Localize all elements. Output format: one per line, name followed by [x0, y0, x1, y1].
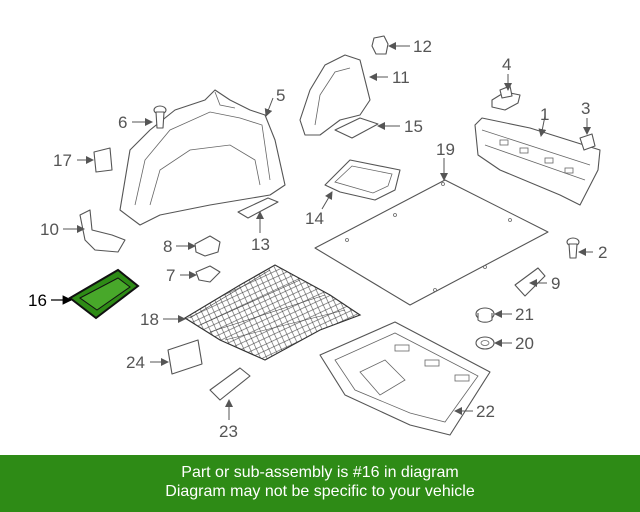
callout-13: 13 [251, 235, 270, 254]
callout-21: 21 [515, 305, 534, 324]
callout-16: 16 [28, 291, 47, 310]
callout-18: 18 [140, 310, 159, 329]
part-8-cap [194, 235, 221, 257]
part-7-cap [195, 265, 221, 283]
callout-8: 8 [163, 237, 172, 256]
part-14-storage-tray [324, 159, 401, 201]
part-9-hook [514, 267, 546, 297]
part-13-strip [237, 197, 279, 219]
callout-6: 6 [118, 113, 127, 132]
callout-20: 20 [515, 334, 534, 353]
callout-23: 23 [219, 422, 238, 441]
callout-1: 1 [540, 105, 549, 124]
callout-2: 2 [598, 243, 607, 262]
callout-labels: 5 11 12 15 4 1 3 6 17 19 14 13 10 2 8 7 … [28, 37, 607, 441]
part-4-bracket [491, 85, 521, 111]
part-23-cover [209, 367, 251, 401]
part-15-pad [334, 117, 379, 139]
parts-diagram: 5 11 12 15 4 1 3 6 17 19 14 13 10 2 8 7 … [28, 35, 607, 441]
callout-3: 3 [581, 99, 590, 118]
part-20-plug [475, 336, 495, 350]
footer-line-1: Part or sub-assembly is #16 in diagram [181, 464, 459, 481]
footer-banner: Part or sub-assembly is #16 in diagram D… [0, 455, 640, 512]
callout-9: 9 [551, 274, 560, 293]
part-17-clip [93, 147, 113, 173]
callout-7: 7 [166, 266, 175, 285]
part-24-pad [167, 339, 203, 375]
part-10-bracket [79, 209, 126, 253]
part-11-trim-cover [299, 54, 371, 136]
part-18-cargo-net [183, 264, 362, 361]
part-6-push-pin [153, 105, 167, 129]
callout-4: 4 [502, 55, 511, 74]
part-22-storage-tub [319, 321, 491, 436]
callout-22: 22 [476, 402, 495, 421]
footer-line-2: Diagram may not be specific to your vehi… [165, 483, 475, 500]
part-3-clip [579, 133, 596, 151]
callout-10: 10 [40, 220, 59, 239]
callout-11: 11 [392, 68, 410, 87]
callout-17: 17 [53, 151, 72, 170]
callout-24: 24 [126, 353, 145, 372]
callout-19: 19 [436, 140, 455, 159]
callout-5: 5 [276, 86, 285, 105]
callout-14: 14 [305, 209, 324, 228]
callout-12: 12 [413, 37, 432, 56]
part-12-clip [371, 35, 389, 55]
leader-lines [51, 42, 593, 420]
part-1-sill-panel [474, 117, 601, 206]
part-2-push-pin [566, 237, 580, 259]
callout-15: 15 [404, 117, 423, 136]
part-21-cap [475, 307, 495, 323]
part-19-floor-panel [314, 179, 549, 306]
part-16-tray-highlighted[interactable] [68, 268, 140, 320]
